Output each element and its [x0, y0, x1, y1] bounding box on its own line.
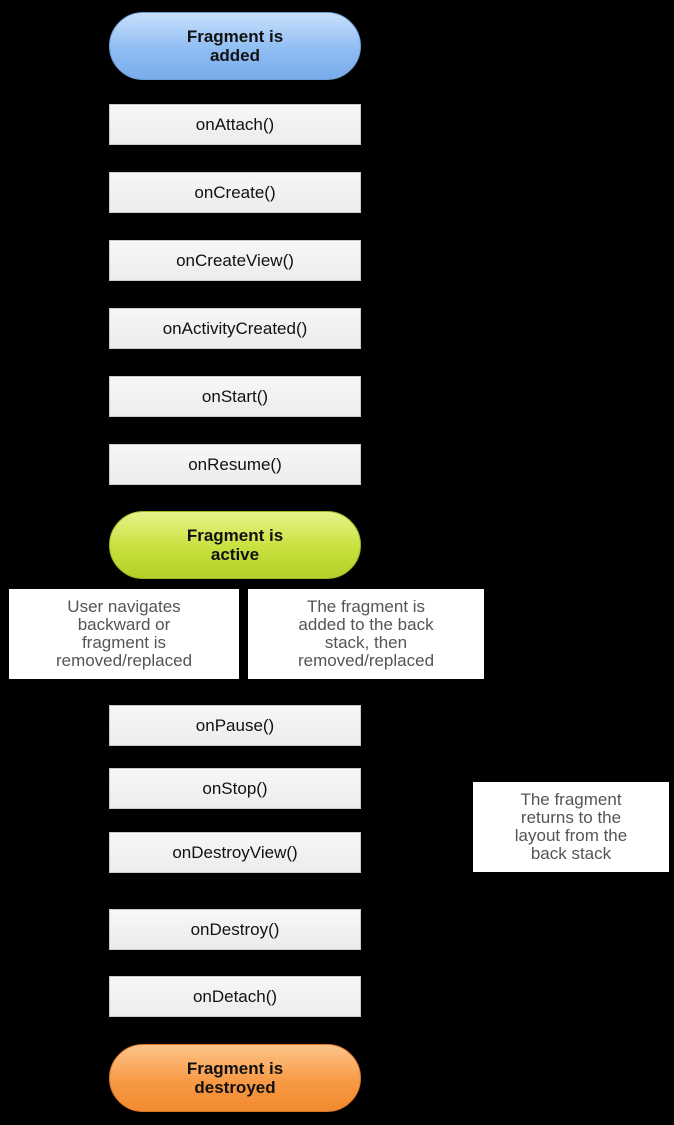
- note-added-to-back-stack: The fragment is added to the back stack,…: [248, 589, 484, 679]
- state-fragment-added: Fragment is added: [109, 12, 361, 80]
- step-on-pause: onPause(): [109, 705, 361, 746]
- step-on-resume: onResume(): [109, 444, 361, 485]
- state-fragment-active: Fragment is active: [109, 511, 361, 579]
- step-on-create: onCreate(): [109, 172, 361, 213]
- step-on-start: onStart(): [109, 376, 361, 417]
- note-returns-from-back-stack: The fragment returns to the layout from …: [473, 782, 669, 872]
- state-fragment-destroyed: Fragment is destroyed: [109, 1044, 361, 1112]
- note-user-navigates-backward: User navigates backward or fragment is r…: [9, 589, 239, 679]
- step-on-create-view: onCreateView(): [109, 240, 361, 281]
- step-on-detach: onDetach(): [109, 976, 361, 1017]
- step-on-attach: onAttach(): [109, 104, 361, 145]
- step-on-stop: onStop(): [109, 768, 361, 809]
- step-on-destroy: onDestroy(): [109, 909, 361, 950]
- step-on-destroy-view: onDestroyView(): [109, 832, 361, 873]
- step-on-activity-created: onActivityCreated(): [109, 308, 361, 349]
